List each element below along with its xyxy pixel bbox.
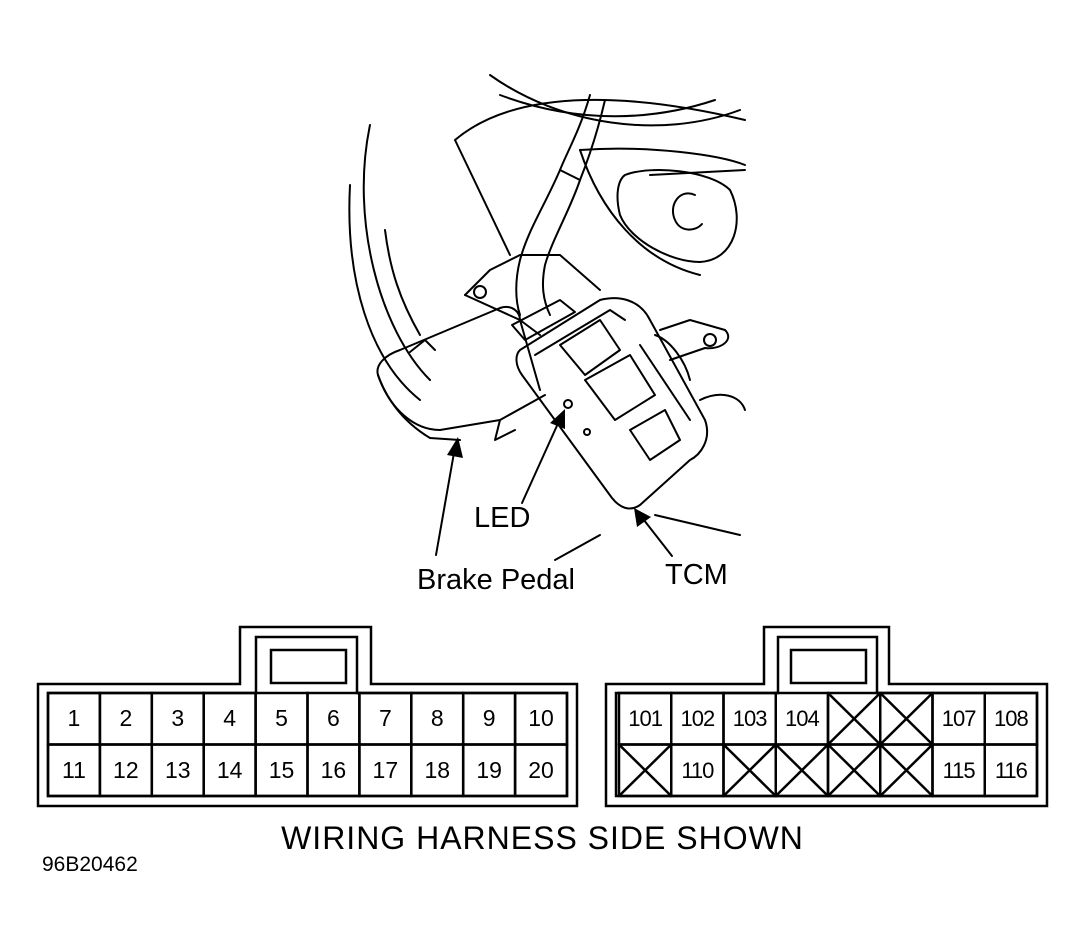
left-connector bbox=[36, 625, 579, 808]
pin-number: 116 bbox=[994, 757, 1028, 783]
pin-number: 2 bbox=[119, 705, 133, 731]
pin-number: 14 bbox=[216, 756, 243, 783]
pin-number: 19 bbox=[476, 756, 502, 783]
pin-number: 108 bbox=[994, 706, 1029, 731]
arrow-heads bbox=[447, 409, 651, 527]
pin-number: 8 bbox=[430, 705, 444, 731]
right-connector-grid bbox=[617, 691, 1039, 798]
pin-number: 110 bbox=[681, 757, 714, 783]
pin-number: 3 bbox=[171, 705, 185, 731]
tcm-label: TCM bbox=[665, 559, 728, 591]
dashboard-outline bbox=[348, 74, 746, 561]
pin-number: 10 bbox=[528, 705, 554, 731]
pin-number: 20 bbox=[528, 756, 554, 783]
pin-number: 11 bbox=[62, 756, 86, 783]
pin-number: 115 bbox=[942, 757, 976, 783]
brake-pedal bbox=[376, 306, 546, 441]
pin-number: 5 bbox=[275, 705, 288, 731]
pin-number: 9 bbox=[482, 705, 496, 731]
pin-number: 18 bbox=[424, 756, 451, 783]
pin-cavity bbox=[513, 743, 569, 798]
pin-number: 15 bbox=[268, 756, 295, 783]
blank-cavity-cross bbox=[722, 743, 777, 797]
pin-number: 107 bbox=[941, 706, 977, 731]
brake-pedal-label: Brake Pedal bbox=[417, 564, 575, 596]
blank-cavity-cross bbox=[827, 692, 882, 746]
pin-number: 102 bbox=[680, 706, 716, 731]
pin-number: 13 bbox=[164, 756, 191, 783]
pin-number: 101 bbox=[628, 706, 663, 731]
wiring-harness bbox=[515, 94, 606, 316]
led-label: LED bbox=[474, 502, 531, 534]
pin-number: 104 bbox=[785, 706, 820, 731]
pin-number: 7 bbox=[378, 705, 392, 731]
diagram-caption: WIRING HARNESS SIDE SHOWN bbox=[281, 820, 804, 856]
pin-number: 103 bbox=[732, 706, 768, 731]
blank-cavity-cross bbox=[618, 743, 673, 797]
left-connector-grid bbox=[46, 691, 569, 798]
right-connector bbox=[604, 625, 1049, 808]
callout-arrows bbox=[435, 418, 673, 557]
blank-cavity-cross bbox=[827, 743, 882, 797]
pin-number: 17 bbox=[372, 756, 399, 783]
pin-number: 4 bbox=[223, 705, 237, 731]
pin-cavity bbox=[983, 743, 1039, 798]
blank-cavity-cross bbox=[774, 743, 829, 797]
dash-recess bbox=[616, 169, 738, 263]
pin-number: 16 bbox=[320, 756, 347, 783]
pin-number: 12 bbox=[113, 756, 139, 783]
figure-code: 96B20462 bbox=[42, 853, 138, 876]
pin-number: 1 bbox=[67, 705, 81, 731]
blank-cavity-cross bbox=[879, 743, 934, 797]
pin-number: 6 bbox=[327, 705, 340, 731]
tcm-module bbox=[511, 297, 709, 510]
blank-cavity-cross bbox=[879, 692, 934, 746]
